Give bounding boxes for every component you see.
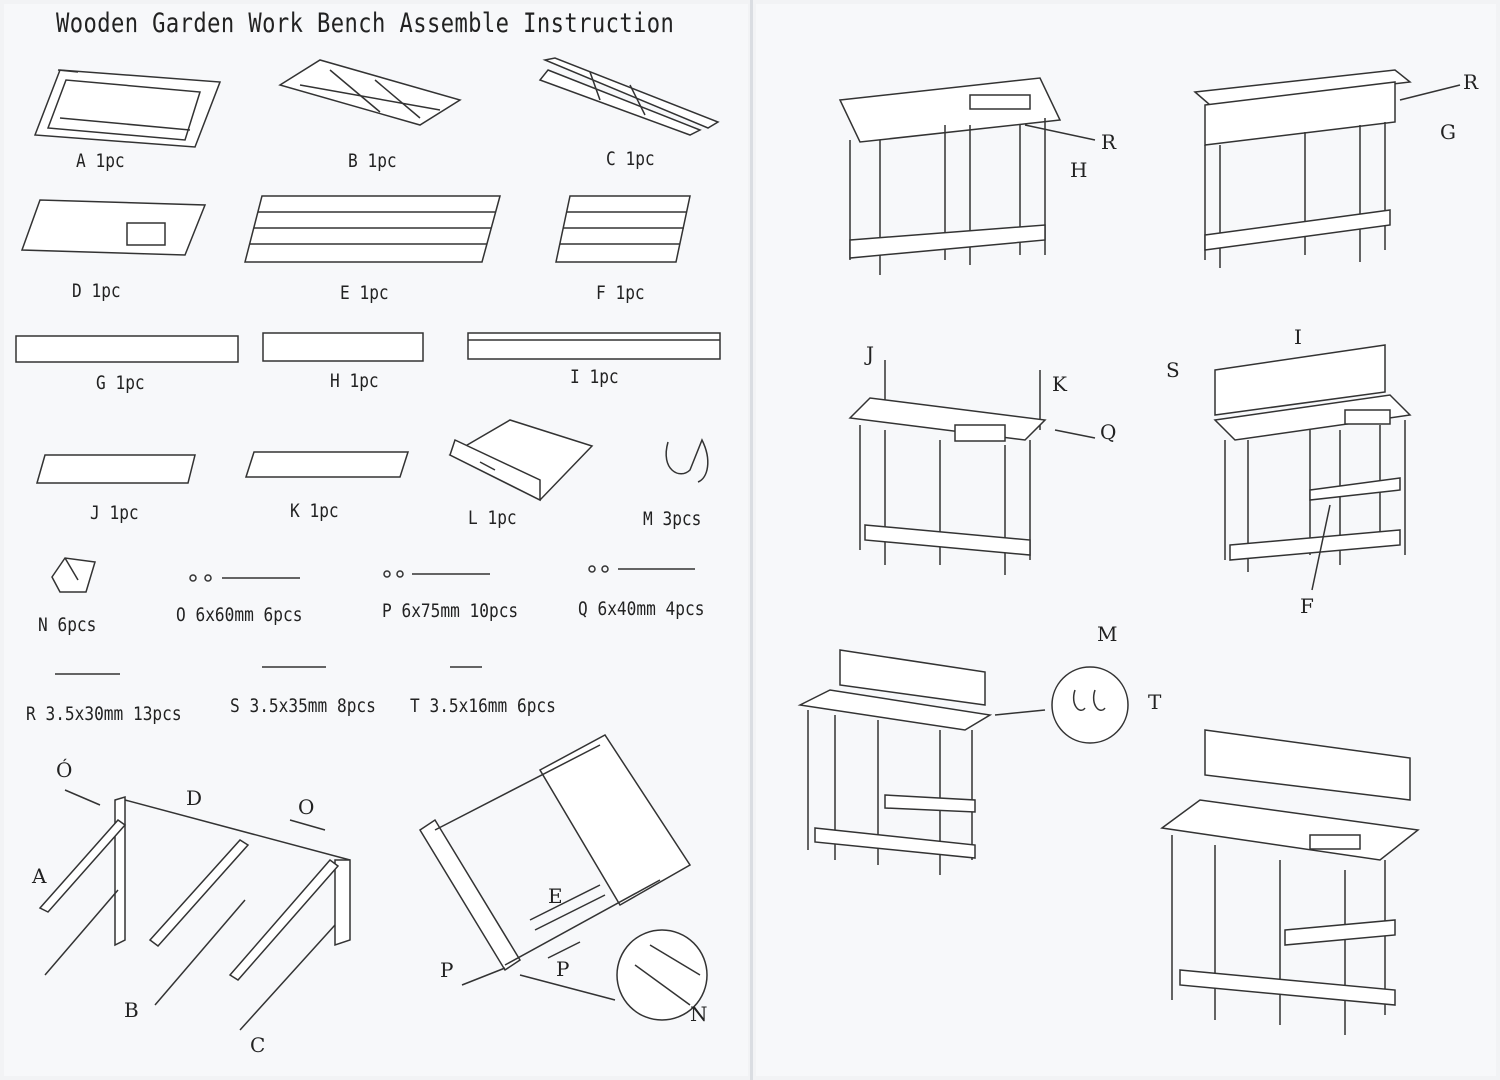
part-l-label: L 1pc bbox=[468, 507, 517, 529]
part-f-label: F 1pc bbox=[596, 282, 645, 304]
part-b-drawing bbox=[278, 59, 462, 126]
step6-bench-drawing bbox=[1213, 344, 1412, 591]
part-j-drawing bbox=[36, 454, 196, 484]
step4-bench-drawing bbox=[1193, 69, 1461, 268]
step3-bench-drawing bbox=[838, 77, 1096, 275]
fastener-q-drawing bbox=[588, 565, 695, 573]
step3-callout-r: R bbox=[1101, 130, 1117, 154]
part-k-label: K 1pc bbox=[290, 500, 339, 522]
part-d-label: D 1pc bbox=[72, 280, 121, 302]
step2-callout-n: N bbox=[690, 1002, 708, 1026]
part-e-label: E 1pc bbox=[340, 282, 389, 304]
step1-callout-o: O bbox=[298, 795, 315, 819]
part-a-drawing bbox=[33, 69, 222, 148]
step2-assembly-drawing bbox=[418, 734, 708, 1021]
part-s-label: S 3.5x35mm 8pcs bbox=[230, 695, 376, 717]
part-c-drawing bbox=[538, 57, 720, 136]
part-t-label: T 3.5x16mm 6pcs bbox=[410, 695, 556, 717]
part-n-drawing bbox=[51, 557, 96, 593]
step5-callout-j: J bbox=[866, 342, 875, 366]
step5-callout-k: K bbox=[1052, 372, 1067, 396]
part-f-drawing bbox=[555, 195, 691, 263]
part-n-label: N 6pcs bbox=[38, 614, 97, 636]
part-o-label: O 6x60mm 6pcs bbox=[176, 604, 303, 626]
final-bench-drawing bbox=[1160, 729, 1420, 1035]
page-title: Wooden Garden Work Bench Assemble Instru… bbox=[56, 8, 675, 39]
part-l-drawing bbox=[448, 419, 594, 502]
part-p-label: P 6x75mm 10pcs bbox=[382, 600, 519, 622]
step7-callout-m: M bbox=[1097, 622, 1118, 646]
part-h-label: H 1pc bbox=[330, 370, 379, 392]
step1-callout-a: A bbox=[32, 864, 47, 888]
step2-callout-e: E bbox=[548, 884, 563, 908]
step6-callout-s: S bbox=[1166, 358, 1180, 382]
step1-assembly-drawing bbox=[38, 789, 351, 1031]
part-g-label: G 1pc bbox=[96, 372, 145, 394]
step2-callout-p-left: P bbox=[440, 958, 454, 982]
part-m-label: M 3pcs bbox=[643, 508, 702, 530]
step1-callout-o-accent: Ó bbox=[56, 758, 73, 782]
part-r-label: R 3.5x30mm 13pcs bbox=[26, 703, 182, 725]
part-h-drawing bbox=[262, 332, 424, 362]
part-k-drawing bbox=[244, 451, 410, 478]
part-b-label: B 1pc bbox=[348, 150, 397, 172]
part-q-label: Q 6x40mm 4pcs bbox=[578, 598, 705, 620]
step7-bench-drawing bbox=[797, 649, 1129, 875]
part-i-label: I 1pc bbox=[570, 366, 619, 388]
part-j-label: J 1pc bbox=[90, 502, 139, 524]
step3-callout-h: H bbox=[1070, 158, 1088, 182]
part-m-drawing bbox=[665, 438, 709, 483]
step5-bench-drawing bbox=[848, 360, 1096, 575]
step4-callout-g: G bbox=[1440, 120, 1456, 144]
part-a-label: A 1pc bbox=[76, 150, 125, 172]
step6-callout-i: I bbox=[1294, 325, 1302, 349]
step4-callout-r: R bbox=[1463, 70, 1479, 94]
part-i-drawing bbox=[467, 332, 721, 360]
part-e-drawing bbox=[244, 195, 501, 263]
fastener-o-drawing bbox=[189, 574, 300, 582]
step7-callout-t: T bbox=[1148, 690, 1162, 714]
part-g-drawing bbox=[15, 335, 239, 363]
step1-callout-b: B bbox=[124, 998, 139, 1022]
step6-callout-f: F bbox=[1300, 594, 1314, 618]
fastener-p-drawing bbox=[383, 570, 490, 578]
part-d-drawing bbox=[20, 199, 207, 256]
part-c-label: C 1pc bbox=[606, 148, 655, 170]
step2-callout-p-right: P bbox=[556, 957, 570, 981]
step5-callout-q: Q bbox=[1100, 420, 1117, 444]
page-divider bbox=[750, 0, 753, 1080]
step1-callout-c: C bbox=[250, 1033, 266, 1057]
step1-callout-d: D bbox=[186, 786, 203, 810]
